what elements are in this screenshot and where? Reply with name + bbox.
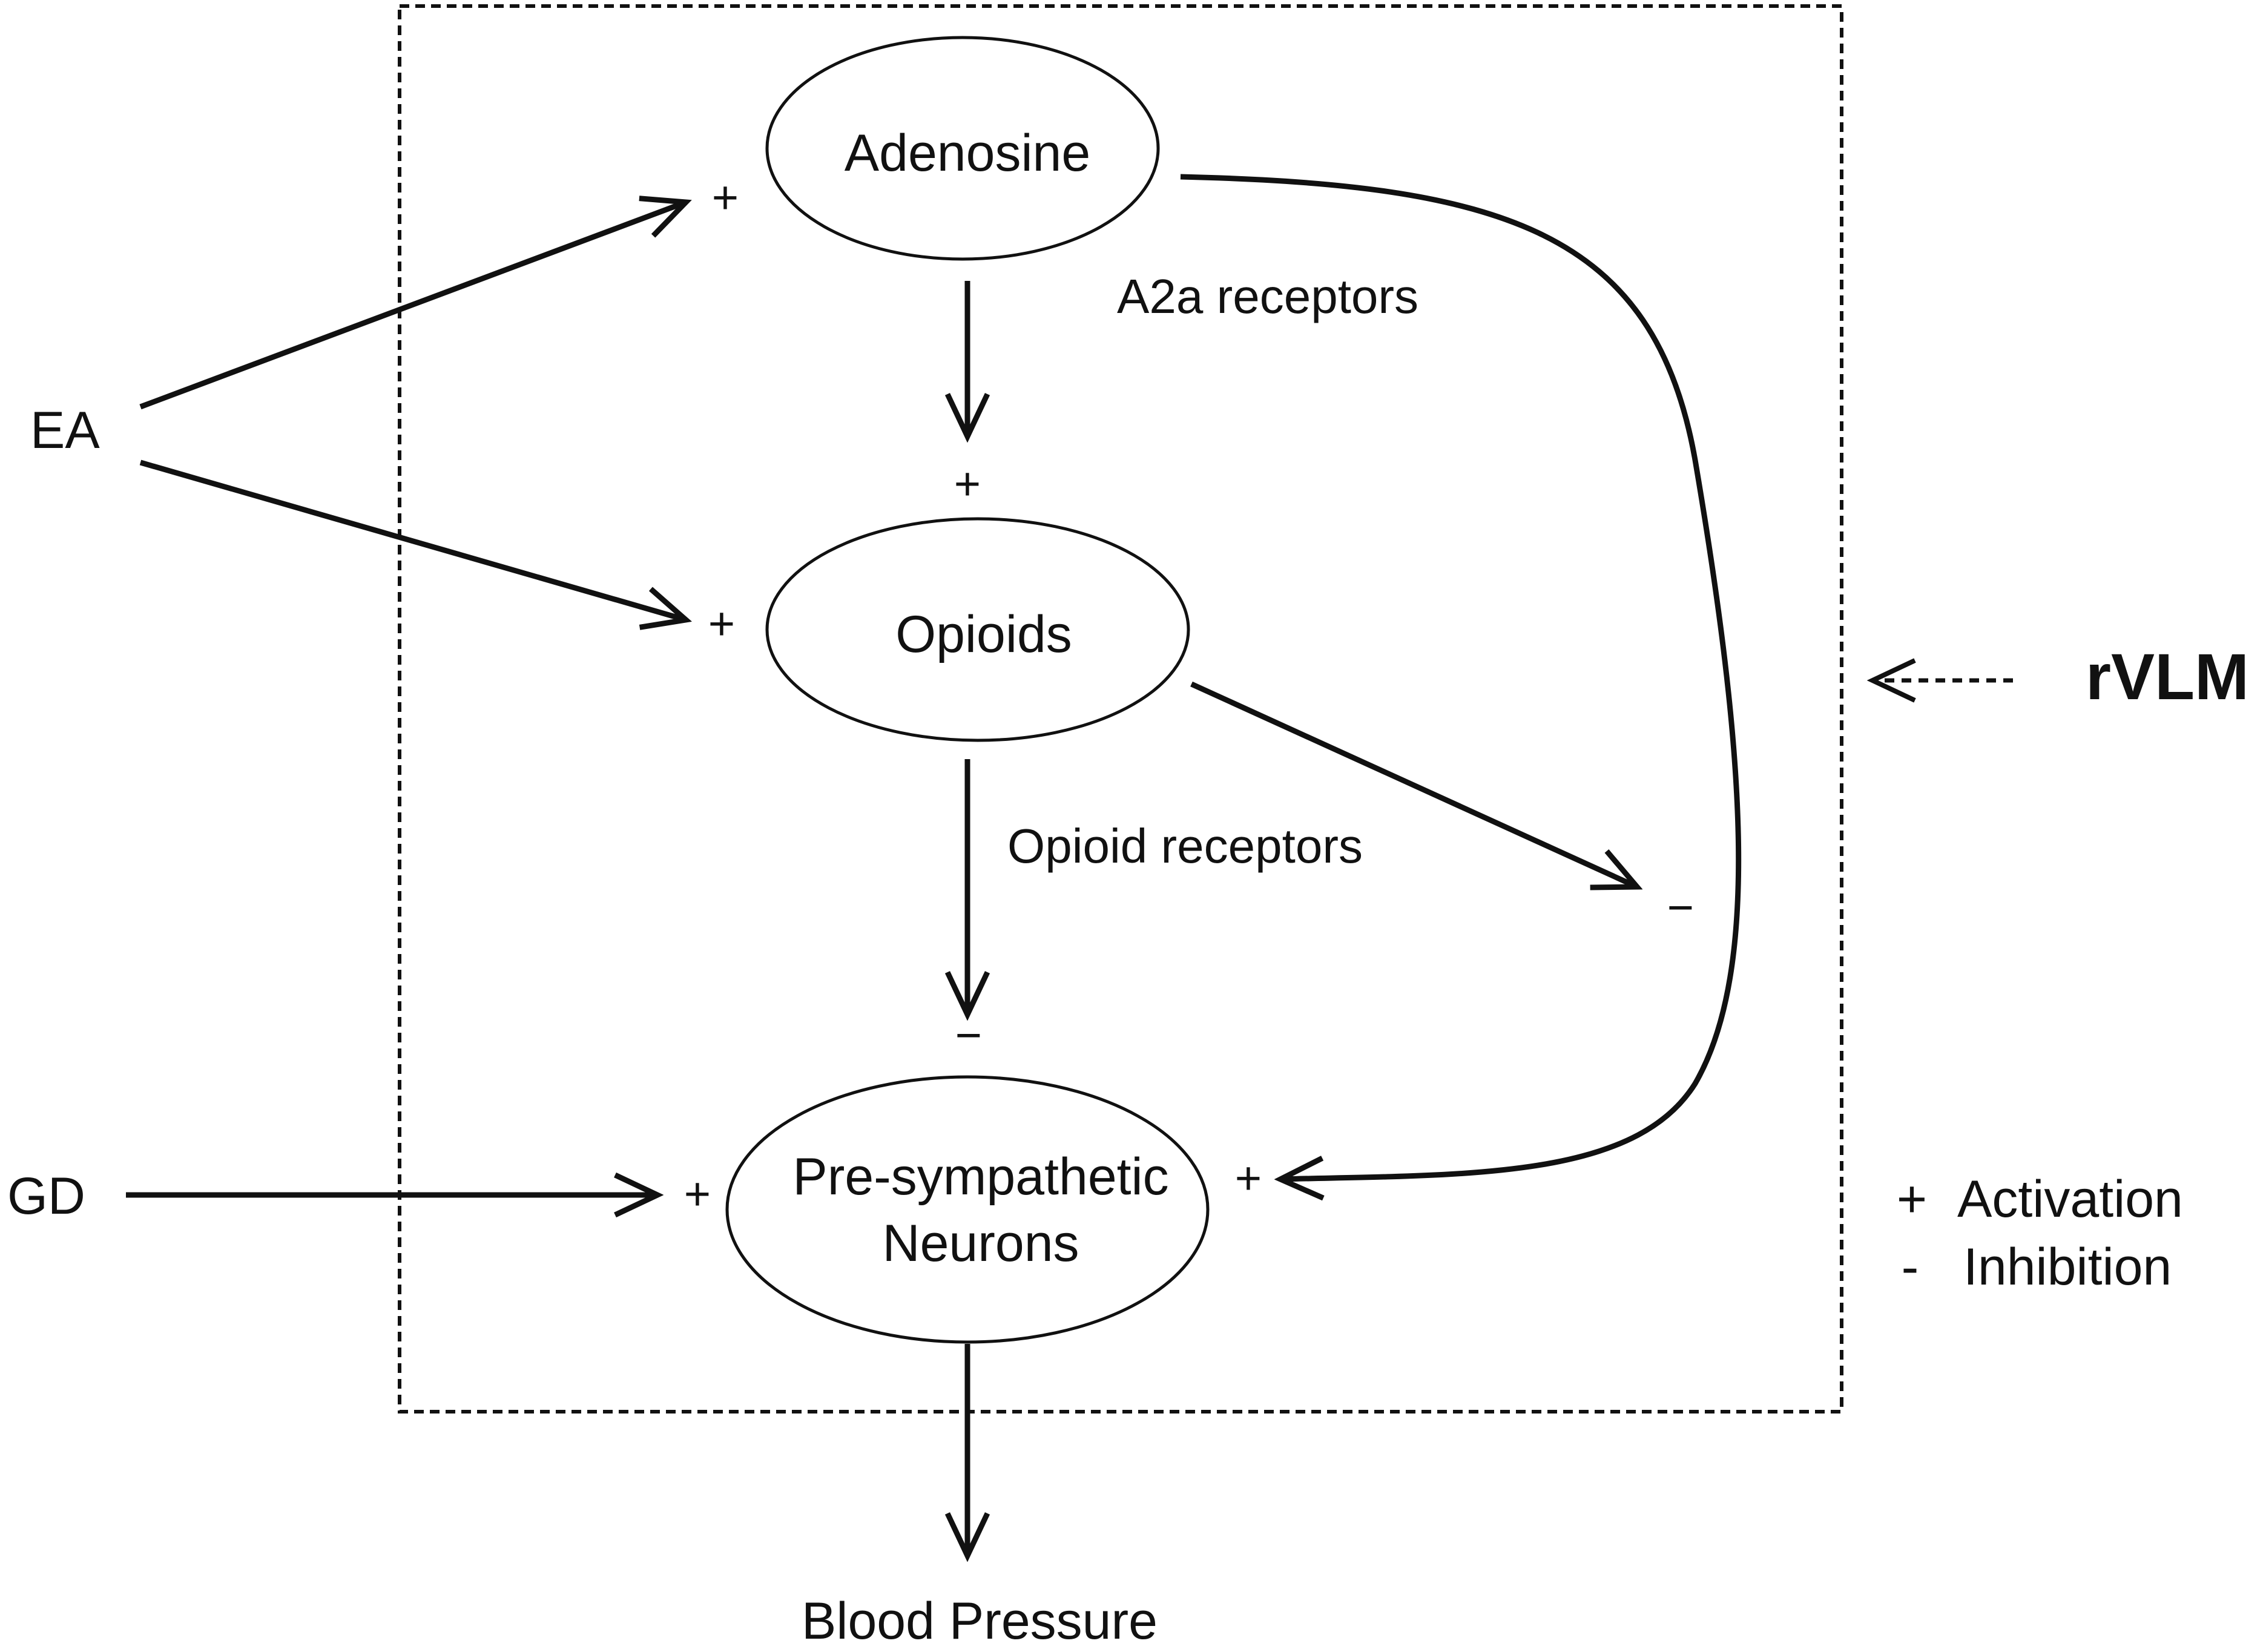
sign-ea-opioids: + — [708, 598, 735, 650]
a2a-receptors-label: A2a receptors — [1117, 269, 1418, 323]
legend: + Activation - Inhibition — [1897, 1170, 2183, 1296]
sign-gd-neurons: + — [684, 1168, 711, 1220]
ea-label: EA — [30, 401, 100, 459]
neurons-label-line2: Neurons — [882, 1214, 1079, 1272]
sign-adenosine-opioids: + — [954, 458, 981, 510]
rvlm-label: rVLM — [2086, 640, 2249, 713]
ea-to-adenosine-arrow — [139, 202, 686, 410]
opioids-label: Opioids — [895, 605, 1072, 663]
neurons-label-line1: Pre-sympathetic — [792, 1148, 1168, 1206]
sign-ea-adenosine: + — [712, 172, 739, 223]
legend-activation-label: Activation — [1957, 1170, 2183, 1228]
gd-label: GD — [7, 1167, 85, 1225]
rvlm-boundary-box — [398, 4, 1843, 1413]
adenosine-to-neurons-curved-arrow — [1180, 174, 1742, 1179]
blood-pressure-label: Blood Pressure — [802, 1592, 1158, 1650]
pre-sympathetic-neurons-node — [725, 1075, 1210, 1344]
adenosine-label: Adenosine — [845, 124, 1090, 182]
sign-opioids-curve: − — [1667, 882, 1694, 933]
legend-inhibition-label: Inhibition — [1963, 1238, 2172, 1296]
opioids-to-curve-inhibition-arrow — [1190, 681, 1637, 887]
sign-curve-neurons: + — [1235, 1153, 1262, 1204]
ea-to-opioids-arrow — [139, 459, 686, 620]
legend-activation-symbol: + — [1897, 1170, 1927, 1228]
legend-inhibition-symbol: - — [1902, 1238, 1919, 1296]
adenosine-node — [765, 36, 1160, 261]
sign-opioids-neurons: − — [955, 1010, 982, 1061]
opioids-node — [765, 517, 1190, 742]
opioid-receptors-label: Opioid receptors — [1007, 819, 1363, 873]
